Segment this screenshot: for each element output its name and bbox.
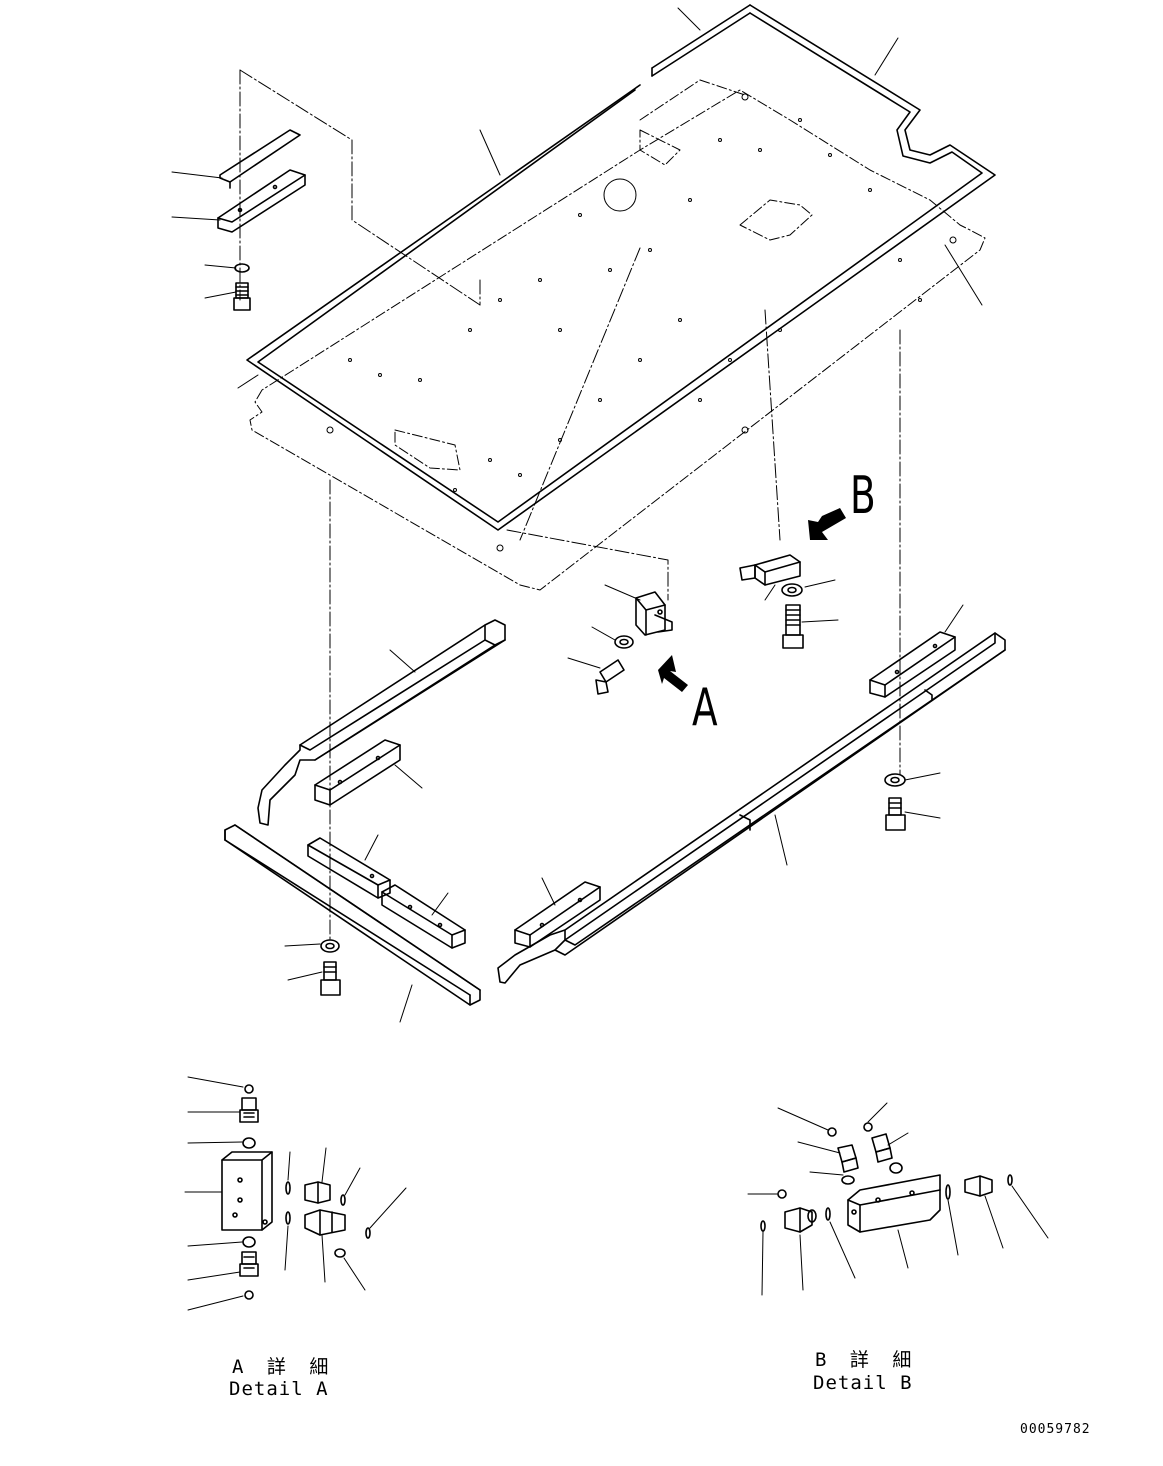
detail-a-title-en: Detail A [229, 1378, 329, 1400]
frame-leaders [237, 7, 983, 389]
right-pad-upper [869, 631, 956, 698]
washer-top-left [234, 263, 250, 273]
bolt-b [782, 604, 804, 649]
valve-block-b [739, 554, 801, 586]
detail-a-title-jp: A 詳 細 [232, 1356, 335, 1378]
bolt-front-leaders [284, 943, 323, 981]
washer-front-left [320, 939, 340, 953]
shim-lower [217, 169, 306, 233]
detail-a-parts [221, 1084, 371, 1300]
bolt-front-left [320, 961, 341, 996]
assembly-centerlines [239, 69, 901, 941]
washer-right [884, 773, 906, 787]
valve-block-a [635, 591, 673, 636]
bolt-right-leaders [904, 772, 941, 819]
detail-b-title-en: Detail B [813, 1372, 913, 1394]
washer-a [614, 635, 634, 649]
arrow-a-icon [658, 655, 688, 692]
floor-plate [249, 79, 986, 591]
right-pad-lower-leader [541, 877, 556, 906]
bolt-a [595, 659, 625, 695]
bolt-right [885, 797, 906, 831]
arrow-b-icon [808, 508, 846, 540]
bolt-top-left [233, 282, 251, 311]
valve-a-leaders [567, 584, 641, 669]
right-pad-upper-leader [944, 604, 964, 633]
detail-b-leaders [747, 1102, 1049, 1296]
front-beam [224, 824, 481, 1006]
detail-a-leaders [184, 1076, 407, 1311]
front-pad-left [307, 837, 391, 899]
left-pad [314, 739, 401, 806]
front-beam-leader [399, 984, 413, 1023]
drawing-number: 00059782 [1020, 1422, 1091, 1437]
arrow-a-label: A [692, 678, 718, 738]
washer-b [781, 583, 803, 597]
plate-holes [326, 93, 957, 552]
valve-b-leaders [764, 579, 839, 623]
front-pad-right [381, 884, 466, 949]
left-pad-leader [394, 764, 423, 789]
right-pad-lower [514, 881, 601, 948]
seal-frame [246, 4, 996, 531]
right-rail-leader [774, 814, 788, 866]
right-rail [497, 632, 1006, 984]
shim-leaders [171, 171, 237, 299]
detail-b-parts [760, 1122, 1013, 1233]
shim-upper [219, 129, 301, 189]
front-pad-leaders [364, 834, 449, 916]
detail-b-title-jp: B 詳 細 [815, 1349, 918, 1371]
arrow-b-label: B [850, 466, 876, 526]
left-rail-leader [389, 649, 416, 673]
left-rail [257, 619, 506, 826]
